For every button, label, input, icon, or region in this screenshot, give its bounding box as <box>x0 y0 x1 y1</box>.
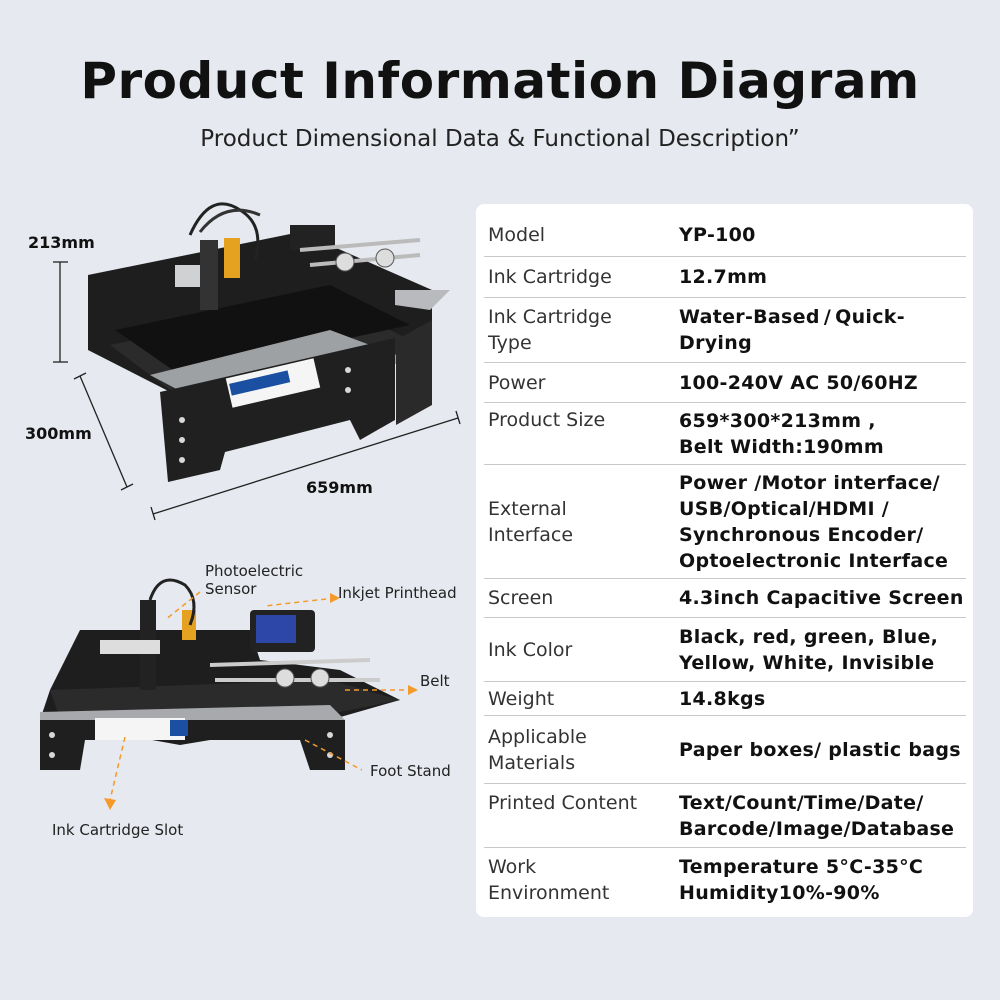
callout-belt: Belt <box>420 672 450 690</box>
spec-row-power: Power 100-240V AC 50/60HZ <box>484 363 966 403</box>
spec-row-weight: Weight 14.8kgs <box>484 682 966 716</box>
spec-label: Model <box>488 224 546 246</box>
spec-value: 659*300*213mm , Belt Width:190mm <box>679 409 884 458</box>
depth-dimension: 300mm <box>25 424 92 443</box>
spec-label: Printed Content <box>488 792 638 814</box>
spec-label: Ink Color <box>488 638 573 661</box>
spec-row-printed-content: Printed Content Text/Count/Time/Date/ Ba… <box>484 784 966 848</box>
callout-inkjet-printhead: Inkjet Printhead <box>338 584 457 602</box>
spec-label: Weight <box>488 687 555 710</box>
spec-label: Power <box>488 371 546 394</box>
spec-row-ink-color: Ink Color Black, red, green, Blue, Yello… <box>484 618 966 682</box>
spec-value: 4.3inch Capacitive Screen <box>679 587 964 609</box>
spec-value: Power /Motor interface/ USB/Optical/HDMI… <box>679 471 949 572</box>
dimension-lines <box>53 261 461 521</box>
spec-row-ink-cartridge: Ink Cartridge 12.7mm <box>484 257 966 298</box>
page-subtitle: Product Dimensional Data & Functional De… <box>200 126 800 152</box>
machine-top <box>88 202 450 482</box>
spec-value: 14.8kgs <box>679 687 766 710</box>
spec-value: 12.7mm <box>679 266 768 288</box>
spec-value: Paper boxes/ plastic bags <box>679 738 961 761</box>
spec-value: Temperature 5°C-35°C Humidity10%-90% <box>679 856 924 904</box>
spec-label: Product Size <box>488 409 606 431</box>
callout-photoelectric-sensor: Photoelectric Sensor <box>205 562 304 598</box>
page-title: Product Information Diagram <box>80 52 920 110</box>
spec-value: Black, red, green, Blue, Yellow, White, … <box>679 625 939 674</box>
callout-arrows <box>109 591 408 801</box>
callout-foot-stand: Foot Stand <box>370 762 451 780</box>
spec-value: Water-Based / Quick-Drying <box>679 306 905 354</box>
spec-table: Model YP-100 Ink Cartridge 12.7mm Ink Ca… <box>476 204 973 917</box>
callout-ink-cartridge-slot: Ink Cartridge Slot <box>52 821 184 839</box>
spec-row-screen: Screen 4.3inch Capacitive Screen <box>484 579 966 618</box>
spec-row-external-interface: External Interface Power /Motor interfac… <box>484 465 966 579</box>
spec-row-applicable-materials: Applicable Materials Paper boxes/ plasti… <box>484 716 966 784</box>
spec-label: Ink Cartridge Type <box>488 306 612 354</box>
width-dimension: 659mm <box>306 478 373 497</box>
spec-row-model: Model YP-100 <box>484 214 966 257</box>
height-dimension: 213mm <box>28 233 95 252</box>
callout-arrowheads <box>104 593 418 810</box>
spec-value: 100-240V AC 50/60HZ <box>679 371 918 394</box>
spec-row-product-size: Product Size 659*300*213mm , Belt Width:… <box>484 403 966 465</box>
spec-value: Text/Count/Time/Date/ Barcode/Image/Data… <box>679 791 955 840</box>
spec-label: Screen <box>488 587 554 609</box>
spec-label: Ink Cartridge <box>488 266 612 288</box>
spec-row-work-environment: Work Environment Temperature 5°C-35°C Hu… <box>484 848 966 912</box>
spec-label: Work Environment <box>488 856 610 904</box>
spec-label: External Interface <box>488 497 574 546</box>
machine-bottom <box>40 578 400 770</box>
spec-row-ink-cartridge-type: Ink Cartridge Type Water-Based / Quick-D… <box>484 298 966 363</box>
spec-value: YP-100 <box>679 224 756 246</box>
spec-label: Applicable Materials <box>488 725 587 774</box>
